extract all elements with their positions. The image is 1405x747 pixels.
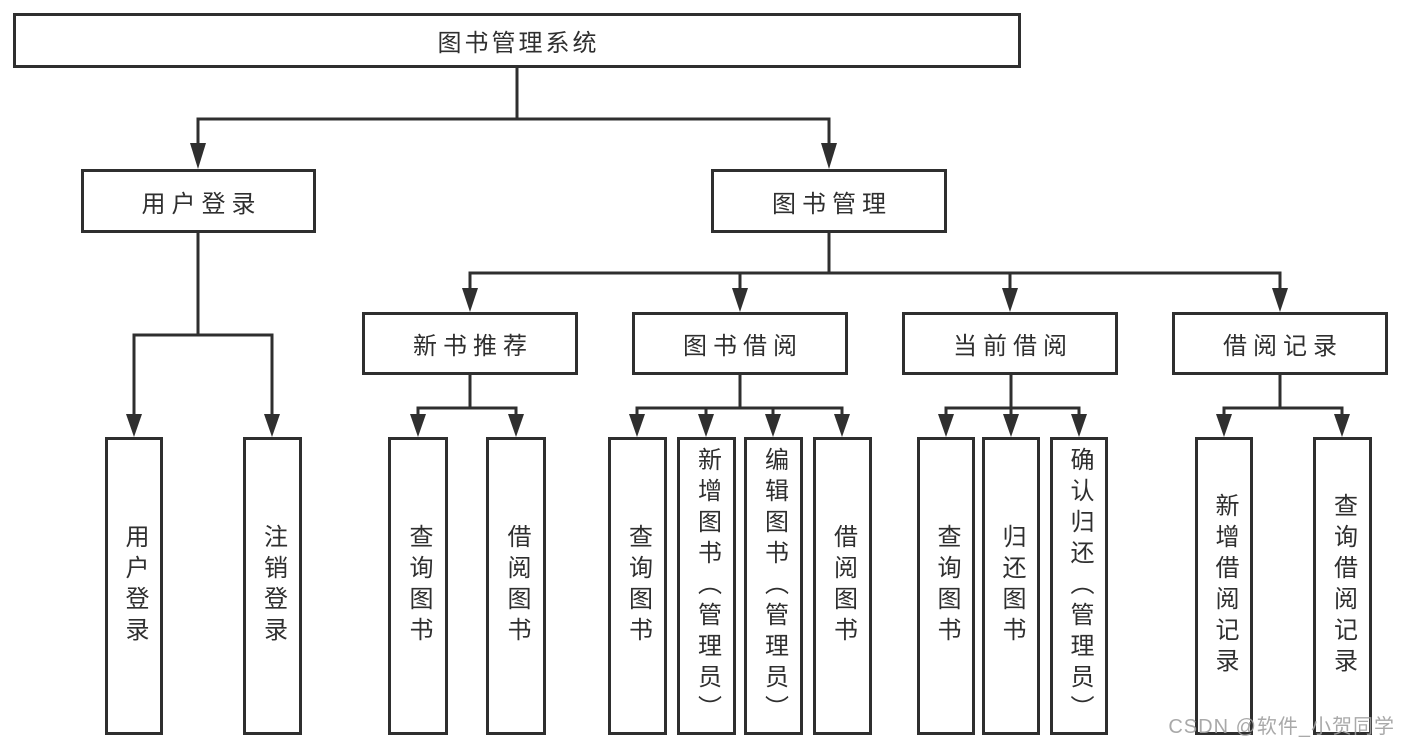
node-label: 新书推荐 — [413, 333, 533, 360]
node-label: 用户登录 — [121, 524, 148, 648]
node-current-borrowing: 当前借阅 — [902, 312, 1118, 375]
leaf-query-books-current: 查询图书 — [917, 437, 975, 735]
node-label: 查询借阅记录 — [1329, 493, 1357, 679]
node-label: 查询图书 — [405, 524, 432, 648]
node-book-management: 图书管理 — [711, 169, 947, 233]
leaf-edit-books-admin: 编辑图书（管理员） — [744, 437, 803, 735]
leaf-confirm-return-admin: 确认归还（管理员） — [1050, 437, 1108, 735]
node-label: 图书借阅 — [683, 333, 803, 360]
node-label: 借阅图书 — [829, 524, 857, 648]
node-label: 查询图书 — [933, 524, 960, 648]
node-library-management-system: 图书管理系统 — [13, 13, 1021, 68]
node-label: 借阅图书 — [503, 524, 530, 648]
node-book-borrowing: 图书借阅 — [632, 312, 848, 375]
arrowheads — [126, 143, 1350, 437]
leaf-query-books-borrow: 查询图书 — [608, 437, 667, 735]
leaf-user-login: 用户登录 — [105, 437, 163, 735]
node-label: 归还图书 — [998, 524, 1025, 648]
node-label: 图书管理系统 — [437, 30, 600, 57]
node-label: 图书管理 — [772, 190, 892, 218]
leaf-borrow-books-borrow: 借阅图书 — [813, 437, 872, 735]
leaf-logout: 注销登录 — [243, 437, 302, 735]
node-user-login: 用户登录 — [81, 169, 316, 233]
node-label: 编辑图书（管理员） — [760, 446, 788, 726]
leaf-add-books-admin: 新增图书（管理员） — [677, 437, 736, 735]
node-label: 新增借阅记录 — [1211, 493, 1238, 679]
leaf-add-borrow-record: 新增借阅记录 — [1195, 437, 1253, 735]
leaf-borrow-books-newbook: 借阅图书 — [486, 437, 546, 735]
leaf-return-books: 归还图书 — [982, 437, 1040, 735]
node-new-book-recommendation: 新书推荐 — [362, 312, 578, 375]
node-label: 注销登录 — [259, 524, 287, 648]
csdn-watermark: CSDN @软件_小贺同学 — [1168, 716, 1395, 738]
node-borrowing-records: 借阅记录 — [1172, 312, 1388, 375]
node-label: 新增图书（管理员） — [693, 446, 721, 726]
leaf-query-borrow-record: 查询借阅记录 — [1313, 437, 1372, 735]
node-label: 借阅记录 — [1223, 333, 1343, 360]
leaf-query-books-newbook: 查询图书 — [388, 437, 448, 735]
node-label: 用户登录 — [141, 190, 262, 218]
node-label: 确认归还（管理员） — [1066, 446, 1093, 726]
node-label: 查询图书 — [624, 524, 652, 648]
node-label: 当前借阅 — [953, 333, 1073, 360]
